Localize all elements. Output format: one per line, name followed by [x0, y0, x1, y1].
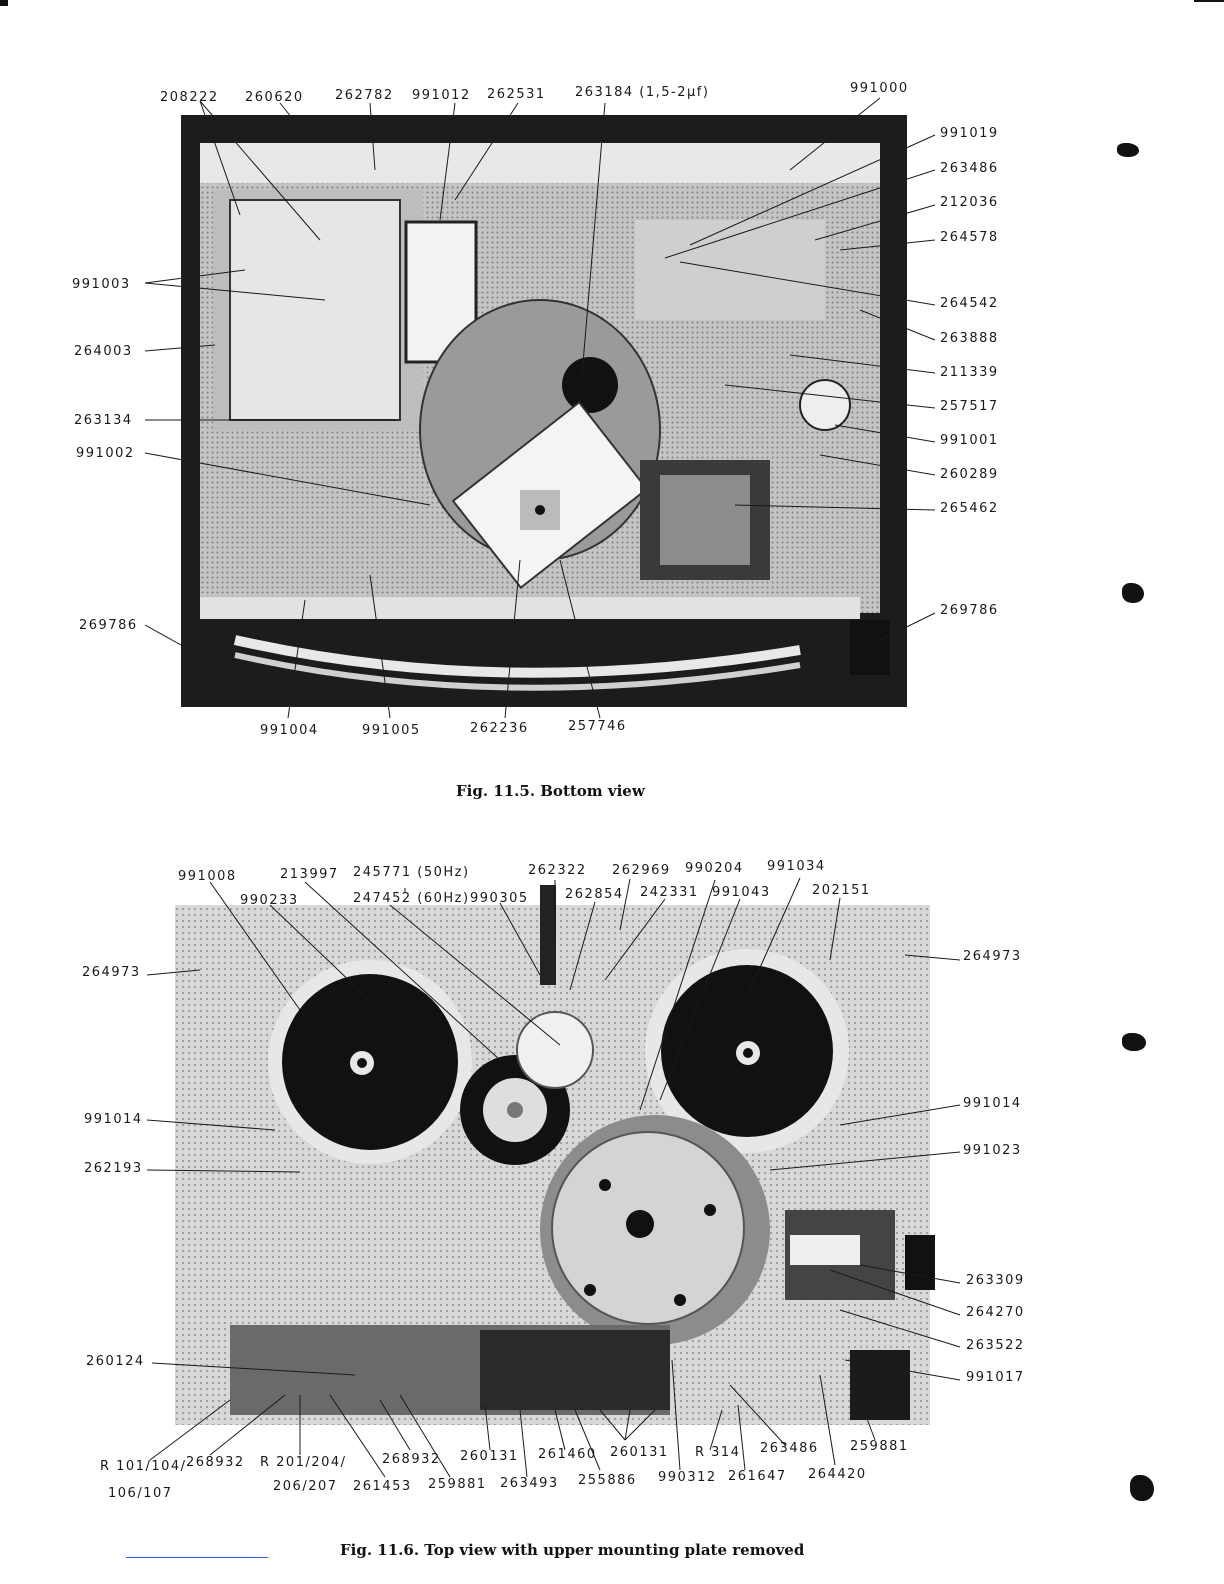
- label-991012: 991012: [412, 88, 471, 103]
- label-991008: 991008: [178, 869, 237, 884]
- label-264542: 264542: [940, 296, 999, 311]
- label-991023: 991023: [963, 1143, 1022, 1158]
- label-247452: 247452 (60Hz): [353, 891, 470, 906]
- label-242331: 242331: [640, 885, 699, 900]
- label-260289: 260289: [940, 467, 999, 482]
- label-991034: 991034: [767, 859, 826, 874]
- figure-11-6-caption: Fig. 11.6. Top view with upper mounting …: [340, 1541, 805, 1559]
- label-991004: 991004: [260, 723, 319, 738]
- label-264973-right: 264973: [963, 949, 1022, 964]
- label-262322: 262322: [528, 863, 587, 878]
- label-261647: 261647: [728, 1469, 787, 1484]
- label-991014-left: 991014: [84, 1112, 143, 1127]
- footnote-rule: [126, 1557, 268, 1558]
- label-263486: 263486: [940, 161, 999, 176]
- label-213997: 213997: [280, 867, 339, 882]
- label-261460: 261460: [538, 1447, 597, 1462]
- label-263522: 263522: [966, 1338, 1025, 1353]
- label-268932-b: 268932: [382, 1452, 441, 1467]
- label-264578: 264578: [940, 230, 999, 245]
- label-990204: 990204: [685, 861, 744, 876]
- label-269786-left: 269786: [79, 618, 138, 633]
- label-262782: 262782: [335, 88, 394, 103]
- label-245771: 245771 (50Hz): [353, 865, 470, 880]
- top-view-labels: 991008 213997 245771 (50Hz) 247452 (60Hz…: [82, 859, 1025, 1501]
- label-257746: 257746: [568, 719, 627, 734]
- label-264270: 264270: [966, 1305, 1025, 1320]
- binder-hole-mark: [1130, 1475, 1154, 1501]
- label-r201: R 201/204/: [260, 1455, 347, 1470]
- label-r314: R 314: [695, 1445, 740, 1460]
- label-212036: 212036: [940, 195, 999, 210]
- label-r101: R 101/104/: [100, 1459, 187, 1474]
- label-991043: 991043: [712, 885, 771, 900]
- label-991003: 991003: [72, 277, 131, 292]
- bottom-view-callouts: [144, 97, 936, 719]
- label-262531: 262531: [487, 87, 546, 102]
- label-255886: 255886: [578, 1473, 637, 1488]
- label-206-207: 206/207: [273, 1479, 338, 1494]
- label-257517: 257517: [940, 399, 999, 414]
- label-260620: 260620: [245, 90, 304, 105]
- label-991000: 991000: [850, 81, 909, 96]
- label-260124: 260124: [86, 1354, 145, 1369]
- label-263134: 263134: [74, 413, 133, 428]
- label-208222: 208222: [160, 90, 219, 105]
- label-264003: 264003: [74, 344, 133, 359]
- label-990233: 990233: [240, 893, 299, 908]
- label-259881-b: 259881: [850, 1439, 909, 1454]
- label-991005: 991005: [362, 723, 421, 738]
- label-263493: 263493: [500, 1476, 559, 1491]
- scan-corner-mark: [0, 0, 8, 6]
- label-262969: 262969: [612, 863, 671, 878]
- label-260131-b: 260131: [610, 1445, 669, 1460]
- binder-hole-mark: [1117, 143, 1139, 157]
- top-view-photo: [175, 885, 935, 1425]
- label-202151: 202151: [812, 883, 871, 898]
- figure-11-5-caption: Fig. 11.5. Bottom view: [456, 782, 645, 800]
- label-990312: 990312: [658, 1470, 717, 1485]
- label-263309: 263309: [966, 1273, 1025, 1288]
- label-106-107: 106/107: [108, 1486, 173, 1501]
- label-990305: 990305: [470, 891, 529, 906]
- label-263888: 263888: [940, 331, 999, 346]
- label-265462: 265462: [940, 501, 999, 516]
- label-268932-a: 268932: [186, 1455, 245, 1470]
- label-264420: 264420: [808, 1467, 867, 1482]
- label-264973-left: 264973: [82, 965, 141, 980]
- label-263184: 263184 (1,5-2μf): [575, 85, 709, 100]
- label-991019: 991019: [940, 126, 999, 141]
- scan-edge-rule: [1194, 0, 1224, 12]
- label-269786-right: 269786: [940, 603, 999, 618]
- label-211339: 211339: [940, 365, 999, 380]
- label-991017: 991017: [966, 1370, 1025, 1385]
- top-view-callouts: [146, 877, 961, 1478]
- label-261453: 261453: [353, 1479, 412, 1494]
- label-262236: 262236: [470, 721, 529, 736]
- label-260131-a: 260131: [460, 1449, 519, 1464]
- label-263486-b: 263486: [760, 1441, 819, 1456]
- binder-hole-mark: [1122, 583, 1144, 603]
- bottom-view-labels: 208222 260620 262782 991012 262531 26318…: [72, 81, 999, 738]
- binder-hole-mark: [1122, 1033, 1146, 1051]
- label-262193: 262193: [84, 1161, 143, 1176]
- label-262854: 262854: [565, 887, 624, 902]
- bottom-view-photo: [181, 115, 907, 707]
- label-991001: 991001: [940, 433, 999, 448]
- label-259881-a: 259881: [428, 1477, 487, 1492]
- label-991014-right: 991014: [963, 1096, 1022, 1111]
- label-991002: 991002: [76, 446, 135, 461]
